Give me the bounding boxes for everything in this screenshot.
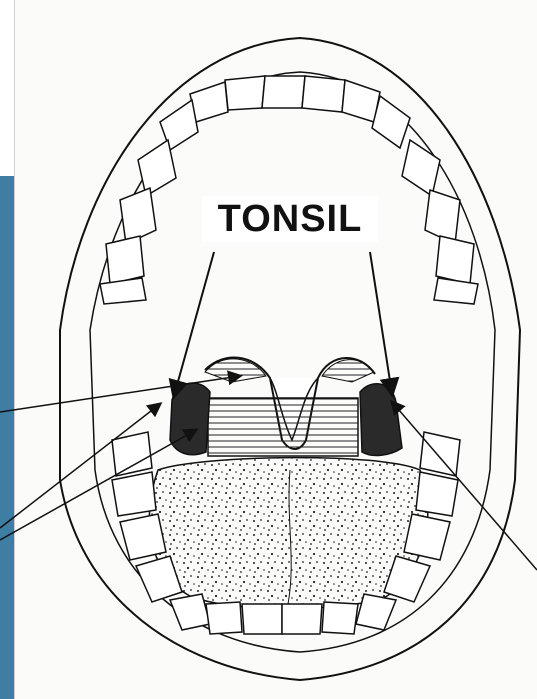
label-arrow-left — [174, 252, 214, 396]
tonsil-label-box: TONSIL — [202, 196, 378, 242]
left-tonsil — [170, 383, 210, 455]
throat-back-wall — [208, 398, 358, 456]
right-tonsil — [360, 384, 402, 456]
tonsil-label: TONSIL — [218, 198, 363, 241]
